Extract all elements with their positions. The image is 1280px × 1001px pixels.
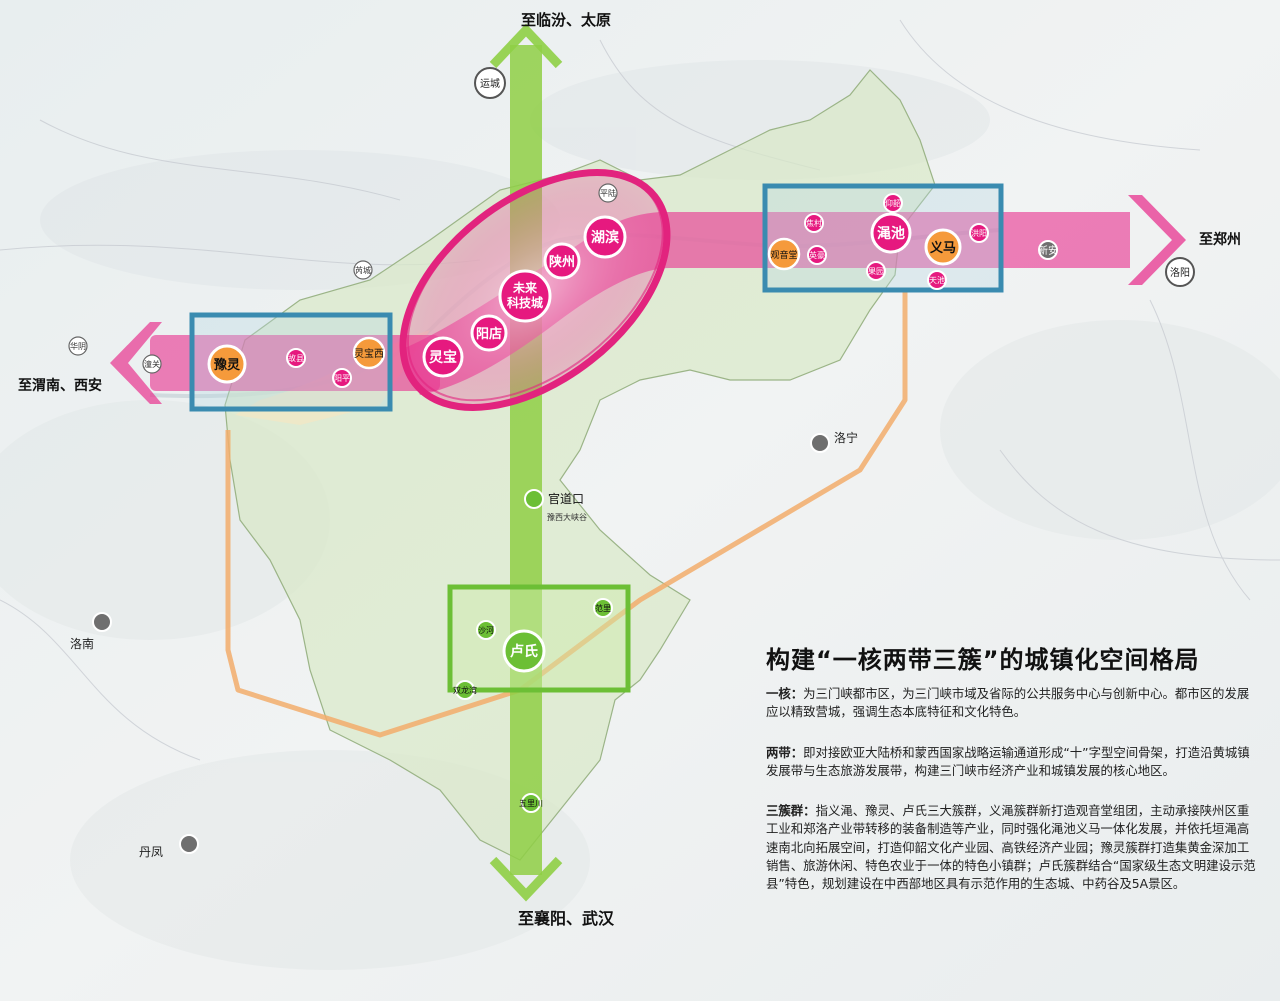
svg-text:芮城: 芮城 bbox=[355, 265, 371, 275]
east-node-yingshao: 仰韶 bbox=[883, 193, 903, 213]
legend-paragraph-belts: 两带：即对接欧亚大陆桥和蒙西国家战略运输通道形成“十”字型空间骨架，打造沿黄城镇… bbox=[766, 744, 1256, 781]
svg-text:华阴: 华阴 bbox=[70, 341, 86, 351]
legend-panel: 构建“一核两带三簇”的城镇化空间格局 一核：为三门峡都市区，为三门峡市域及省际的… bbox=[766, 640, 1256, 916]
label-to-west: 至渭南、西安 bbox=[18, 377, 102, 394]
external-city-luoning: 洛宁 bbox=[810, 430, 858, 453]
axis-node-guandaokou: 官道口 豫西大峡谷 bbox=[524, 489, 587, 522]
west-node-lingbaoxi: 灵宝西 bbox=[352, 336, 386, 370]
label-to-east: 至郑州 bbox=[1199, 231, 1241, 248]
svg-text:沙河: 沙河 bbox=[478, 625, 494, 635]
core-node-hubin: 湖滨 bbox=[583, 215, 627, 259]
west-node-yangping: 阳平 bbox=[332, 368, 352, 388]
svg-text:阳平: 阳平 bbox=[334, 374, 350, 383]
svg-text:潼关: 潼关 bbox=[144, 359, 160, 369]
external-city-pinglu: 平陆 bbox=[598, 183, 618, 203]
svg-text:灵宝西: 灵宝西 bbox=[354, 347, 384, 360]
core-node-yangdian: 阳店 bbox=[470, 314, 508, 352]
legend-title: 构建“一核两带三簇”的城镇化空间格局 bbox=[766, 646, 1200, 674]
legend-paragraph-core: 一核：为三门峡都市区，为三门峡市域及省际的公共服务中心与创新中心。都市区的发展应… bbox=[766, 685, 1256, 722]
core-node-future-city: 未来 科技城 bbox=[498, 269, 552, 323]
svg-text:陕州: 陕州 bbox=[549, 254, 575, 270]
east-node-mianchi: 渑池 bbox=[870, 212, 912, 254]
svg-text:洛阳: 洛阳 bbox=[1170, 266, 1190, 279]
south-node-shahe: 沙河 bbox=[476, 620, 496, 640]
external-city-tongguan: 潼关 bbox=[142, 354, 162, 374]
external-city-luonan: 洛南 bbox=[70, 612, 112, 651]
core-node-shanzhou: 陕州 bbox=[543, 242, 581, 280]
south-node-lushi: 卢氏 bbox=[502, 629, 546, 673]
legend-lead-belts: 两带： bbox=[766, 744, 804, 760]
east-node-guanyintang: 观音堂 bbox=[767, 237, 801, 271]
road-network bbox=[0, 19, 1280, 761]
svg-text:渑池: 渑池 bbox=[877, 225, 905, 242]
svg-text:洛宁: 洛宁 bbox=[834, 430, 858, 445]
svg-text:双龙湾: 双龙湾 bbox=[453, 685, 477, 695]
legend-text-core: 为三门峡都市区，为三门峡市域及省际的公共服务中心与创新中心。都市区的发展应以精致… bbox=[766, 686, 1250, 720]
svg-text:官道口: 官道口 bbox=[548, 491, 584, 506]
external-city-yuncheng: 运城 bbox=[474, 67, 506, 99]
south-node-shuanglong: 双龙湾 bbox=[453, 680, 477, 700]
east-node-tianchi: 天池 bbox=[927, 270, 947, 290]
svg-text:新安: 新安 bbox=[1038, 244, 1058, 257]
svg-text:豫灵: 豫灵 bbox=[214, 357, 241, 373]
svg-text:阳店: 阳店 bbox=[476, 326, 502, 342]
legend-paragraph-clusters: 三簇群：指义渑、豫灵、卢氏三大簇群，义渑簇群新打造观音堂组团，主动承接陕州区重工… bbox=[766, 802, 1256, 893]
external-city-danfeng: 丹凤 bbox=[139, 834, 199, 859]
east-node-yima: 义马 bbox=[924, 228, 962, 266]
svg-text:英豪: 英豪 bbox=[809, 250, 825, 260]
svg-text:洛南: 洛南 bbox=[70, 636, 94, 651]
legend-text-belts: 即对接欧亚大陆桥和蒙西国家战略运输通道形成“十”字型空间骨架，打造沿黄城镇发展带… bbox=[766, 744, 1250, 778]
svg-text:未来: 未来 bbox=[512, 280, 538, 295]
svg-text:果园: 果园 bbox=[868, 267, 884, 276]
external-city-ruicheng: 芮城 bbox=[353, 260, 373, 280]
svg-text:天池: 天池 bbox=[929, 275, 945, 285]
svg-text:故县: 故县 bbox=[288, 353, 304, 363]
east-node-yingmao: 英豪 bbox=[807, 245, 827, 265]
svg-text:范里: 范里 bbox=[595, 603, 611, 613]
label-to-south: 至襄阳、武汉 bbox=[518, 909, 615, 928]
south-node-fanli: 范里 bbox=[593, 598, 613, 618]
svg-text:义马: 义马 bbox=[930, 240, 956, 256]
svg-text:豫西大峡谷: 豫西大峡谷 bbox=[547, 512, 587, 522]
svg-text:灵宝: 灵宝 bbox=[429, 349, 457, 366]
label-to-north: 至临汾、太原 bbox=[521, 11, 611, 29]
svg-text:丹凤: 丹凤 bbox=[139, 845, 163, 859]
legend-lead-core: 一核： bbox=[766, 686, 804, 701]
svg-text:平陆: 平陆 bbox=[600, 188, 616, 198]
external-city-xinan: 新安 bbox=[1038, 240, 1058, 260]
svg-text:焦村: 焦村 bbox=[806, 218, 822, 228]
legend-lead-clusters: 三簇群： bbox=[766, 803, 816, 819]
east-node-hongyang: 洪阳 bbox=[969, 223, 989, 243]
external-city-huazhou: 华阴 bbox=[68, 336, 88, 356]
svg-text:卢氏: 卢氏 bbox=[510, 643, 538, 660]
svg-text:运城: 运城 bbox=[480, 78, 500, 90]
svg-text:洪阳: 洪阳 bbox=[971, 228, 987, 238]
west-node-gucheng: 故县 bbox=[286, 348, 306, 368]
svg-text:湖滨: 湖滨 bbox=[591, 229, 619, 246]
legend-text-clusters: 指义渑、豫灵、卢氏三大簇群，义渑簇群新打造观音堂组团，主动承接陕州区重工业和郑洛… bbox=[766, 803, 1256, 892]
east-node-jiaocun: 焦村 bbox=[804, 213, 824, 233]
core-node-lingbao: 灵宝 bbox=[422, 336, 464, 378]
svg-text:五里川: 五里川 bbox=[519, 799, 543, 808]
svg-text:观音堂: 观音堂 bbox=[770, 249, 797, 261]
svg-text:仰韶: 仰韶 bbox=[885, 198, 901, 208]
axis-node-wulichuan: 五里川 bbox=[519, 793, 543, 813]
west-node-yuling: 豫灵 bbox=[207, 344, 247, 384]
svg-text:科技城: 科技城 bbox=[507, 295, 543, 310]
external-city-luoyang: 洛阳 bbox=[1165, 257, 1195, 287]
east-node-guoyuan: 果园 bbox=[866, 261, 886, 281]
